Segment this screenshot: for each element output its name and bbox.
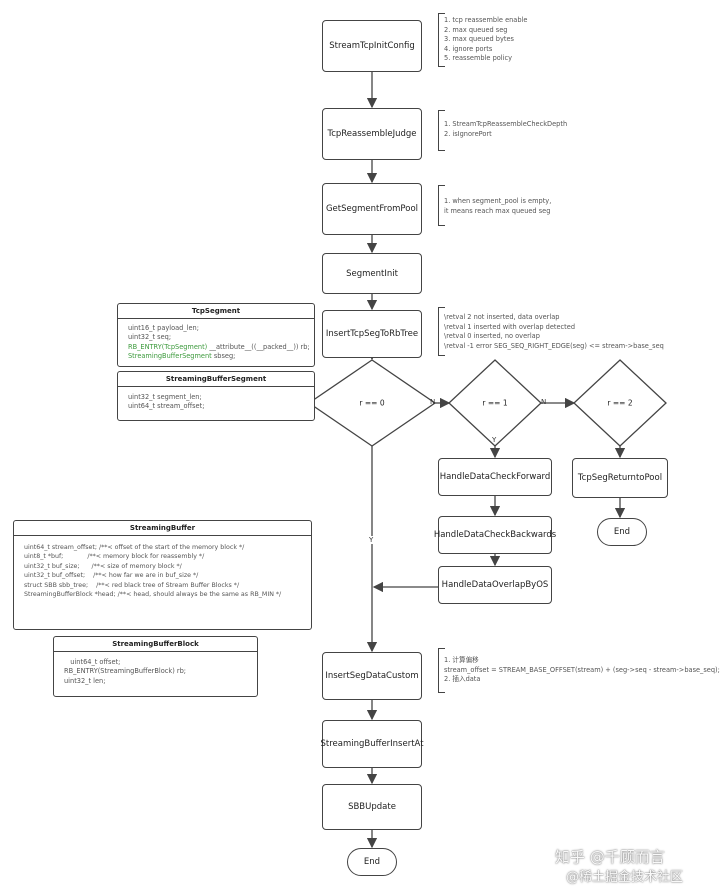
end-node: End (347, 848, 397, 876)
insert-seg-data-custom-node: InsertSegDataCustom (322, 652, 422, 700)
decision-r0-shape (307, 359, 437, 447)
watermark-zhihu: 知乎 @千顾而言 (555, 848, 665, 866)
no-label: N (541, 398, 547, 406)
struct-streaming-buffer: StreamingBuffer uint64_t stream_offset; … (13, 520, 312, 630)
handle-data-check-backwards-node: HandleDataCheckBackwards (434, 516, 556, 554)
no-label: N (430, 398, 436, 406)
decision-r1: r == 1 (482, 398, 508, 408)
tcp-seg-return-to-pool-node: TcpSegReturntoPool (572, 458, 668, 498)
handle-data-check-forward-node: HandleDataCheckForward (438, 458, 552, 496)
insert-tcp-seg-to-rbtree-node: InsertTcpSegToRbTree (322, 310, 422, 358)
get-segment-from-pool-node: GetSegmentFromPool (322, 183, 422, 235)
segment-init-node: SegmentInit (322, 253, 422, 294)
tcp-reassemble-judge-node: TcpReassembleJudge (322, 108, 422, 160)
handle-data-overlap-by-os-node: HandleDataOverlapByOS (438, 566, 552, 604)
streaming-buffer-insert-at-node: StreamingBufferInsertAt (320, 720, 424, 768)
yes-label: Y (492, 436, 497, 444)
decision-r2: r == 2 (607, 398, 633, 408)
decision-r2-shape (573, 359, 667, 447)
sbb-update-node: SBBUpdate (322, 784, 422, 830)
struct-streaming-buffer-segment: StreamingBufferSegment uint32_t segment_… (117, 371, 315, 421)
decision-r1-shape (448, 359, 542, 447)
stream-tcp-init-config-node: StreamTcpInitConfig (322, 20, 422, 72)
struct-streaming-buffer-block: StreamingBufferBlock uint64_t offset;RB_… (53, 636, 258, 697)
end-node: End (597, 518, 647, 546)
yes-label: Y (369, 536, 374, 544)
watermark-juejin: @稀土掘金技术社区 (566, 870, 684, 885)
note-rbtree: \retval 2 not inserted, data overlap\ret… (438, 307, 664, 357)
struct-tcp-segment: TcpSegment uint16_t payload_len;uint32_t… (117, 303, 315, 367)
decision-r0: r == 0 (359, 398, 385, 408)
note-pool: 1. when segment_pool is empty,it means r… (438, 185, 551, 227)
